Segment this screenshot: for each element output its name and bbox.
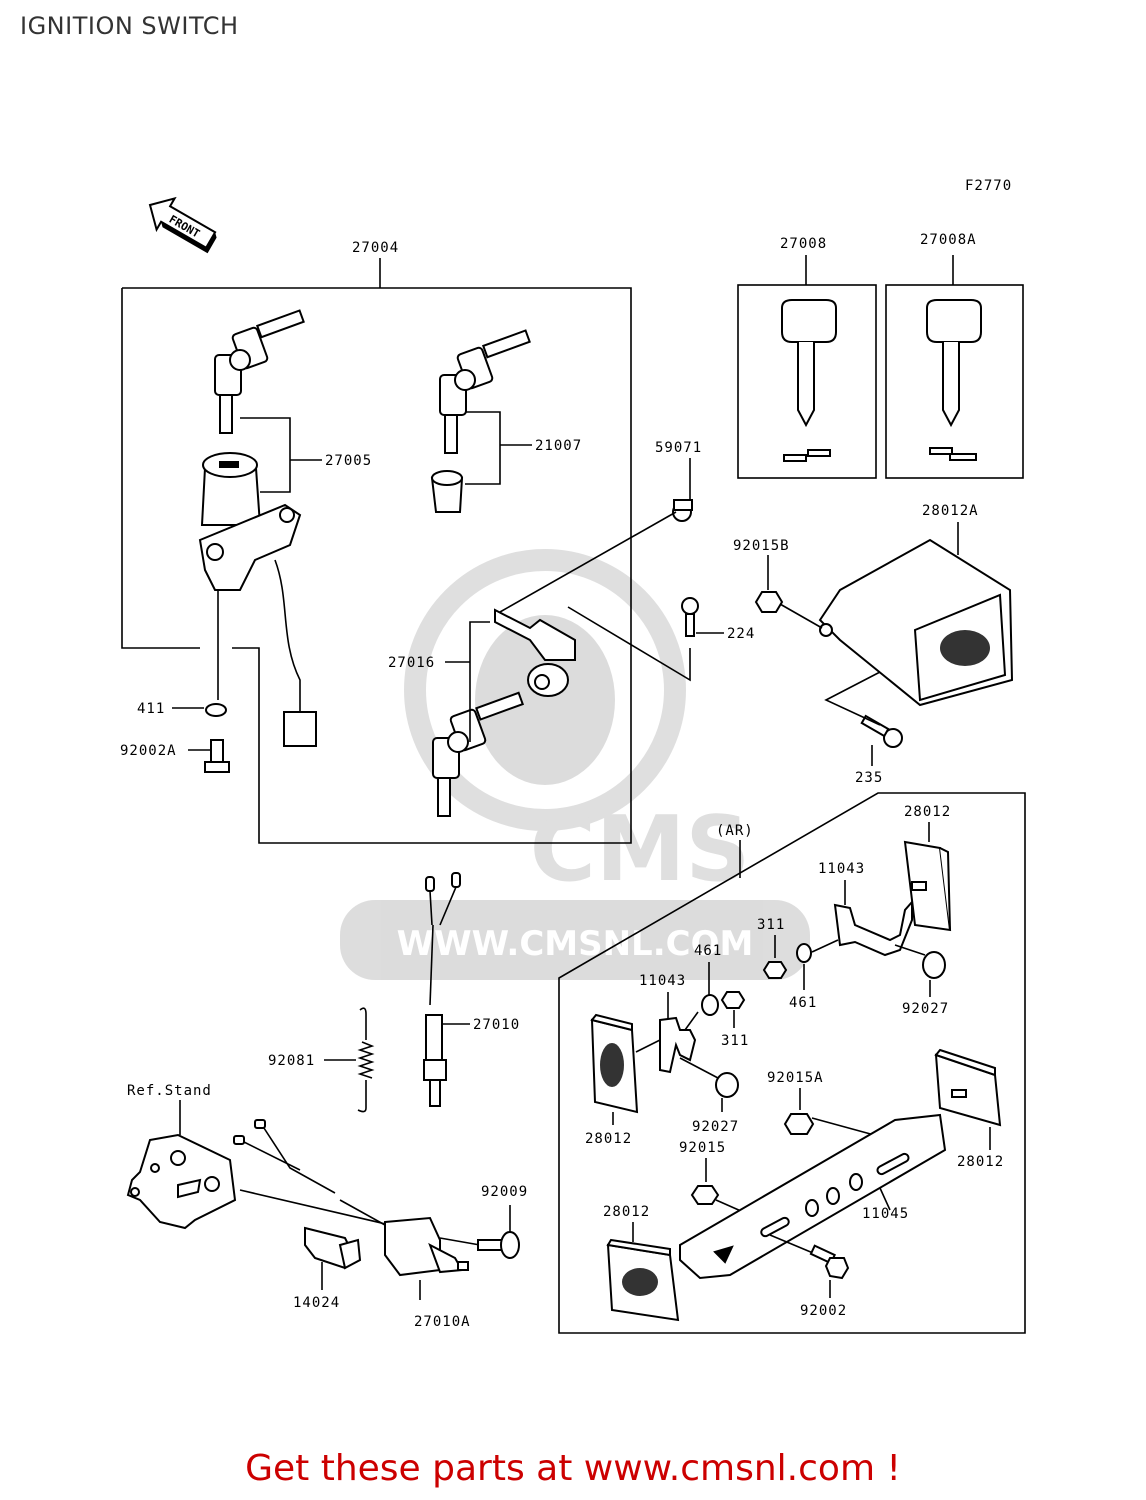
box-27008A [885, 284, 1024, 479]
label-311-top: 311 [757, 917, 785, 933]
washer-461-top [796, 943, 812, 963]
label-92015A: 92015A [767, 1070, 824, 1086]
label-27005: 27005 [325, 453, 372, 469]
collar-92027-right [922, 951, 946, 979]
label-235: 235 [855, 770, 883, 786]
figure-code: F2770 [965, 178, 1012, 194]
bracket-11043-left [659, 1016, 697, 1074]
washer-461-left [701, 994, 719, 1016]
watermark-url: WWW.CMSNL.COM [397, 924, 754, 964]
reflector-bottom-texture [622, 1268, 658, 1296]
key-27008A [926, 299, 982, 461]
reflector-texture [940, 630, 990, 666]
watermark-logo [404, 549, 686, 831]
key-set-lower [432, 691, 525, 817]
label-ref-stand: Ref.Stand [127, 1083, 212, 1099]
label-ar: (AR) [716, 823, 754, 839]
label-27004: 27004 [352, 240, 399, 256]
label-28012-top: 28012 [904, 804, 951, 820]
label-411: 411 [137, 701, 165, 717]
spring-92081 [357, 1007, 375, 1113]
label-27010: 27010 [473, 1017, 520, 1033]
key-27008 [781, 299, 837, 462]
screw-235 [860, 714, 903, 748]
label-27016: 27016 [388, 655, 435, 671]
nut-92015 [690, 1185, 720, 1205]
label-59071: 59071 [655, 440, 702, 456]
bolt-92002 [809, 1244, 850, 1280]
nut-92015B [754, 591, 784, 613]
key-set-middle [430, 329, 531, 513]
label-311-mid: 311 [721, 1033, 749, 1049]
reflector-28012A [818, 538, 1014, 707]
reflector-left-texture [600, 1043, 624, 1087]
promo-link[interactable]: Get these parts at www.cmsnl.com ! [245, 1448, 901, 1489]
label-92002: 92002 [800, 1303, 847, 1319]
front-arrow-icon: FRONT [148, 196, 217, 254]
nut-311-mid [720, 991, 746, 1009]
screw-224 [681, 597, 699, 637]
switch-27010 [423, 872, 461, 1107]
label-27010A: 27010A [414, 1314, 471, 1330]
label-92002A: 92002A [120, 743, 177, 759]
reflector-28012-top [903, 840, 952, 932]
label-28012-bottom: 28012 [603, 1204, 650, 1220]
bracket-27016 [494, 608, 576, 697]
reflector-28012-right [934, 1048, 1002, 1127]
label-28012A: 28012A [922, 503, 979, 519]
nut-92015A [783, 1113, 815, 1135]
label-92009: 92009 [481, 1184, 528, 1200]
label-27008A: 27008A [920, 232, 977, 248]
label-11043-top: 11043 [818, 861, 865, 877]
label-27008: 27008 [780, 236, 827, 252]
label-461-right: 461 [789, 995, 817, 1011]
label-92015B: 92015B [733, 538, 790, 554]
page-title: IGNITION SWITCH [20, 12, 239, 40]
nut-311-top [762, 961, 788, 979]
label-11043-left: 11043 [639, 973, 686, 989]
washer-411 [205, 703, 227, 717]
frame-ar [558, 792, 1026, 1334]
box-27008 [737, 284, 877, 479]
watermark-banner [340, 900, 810, 980]
key-set-left [214, 309, 305, 434]
label-21007: 21007 [535, 438, 582, 454]
label-92081: 92081 [268, 1053, 315, 1069]
watermark-face [475, 615, 615, 785]
label-14024: 14024 [293, 1295, 340, 1311]
label-28012-right: 28012 [957, 1154, 1004, 1170]
label-461-top: 461 [694, 943, 722, 959]
clamp-59071 [672, 458, 693, 522]
bracket-11043-top [833, 899, 913, 957]
ignition-switch-27005 [198, 452, 317, 747]
reflector-28012-left [590, 1013, 639, 1114]
label-92015: 92015 [679, 1140, 726, 1156]
label-11045: 11045 [862, 1206, 909, 1222]
parts-diagram: WWW.CMSNL.COM CMS FRONT F2770 27004 2700… [120, 178, 1026, 1334]
side-stand-bracket [126, 1133, 237, 1230]
collar-92027-mid [715, 1072, 739, 1098]
stop-switch-14024 [304, 1226, 362, 1270]
bolt-92002A [204, 739, 230, 773]
label-92027-mid: 92027 [692, 1119, 739, 1135]
label-92027-right: 92027 [902, 1001, 949, 1017]
watermark: WWW.CMSNL.COM CMS [340, 549, 810, 980]
label-224: 224 [727, 626, 755, 642]
frame-27004 [121, 258, 632, 844]
switch-27010A [233, 1119, 469, 1277]
label-28012-left: 28012 [585, 1131, 632, 1147]
screw-92009 [477, 1231, 520, 1259]
reflector-28012-bottom [606, 1238, 680, 1322]
watermark-brand: CMS [530, 797, 750, 902]
stay-11045 [679, 1113, 947, 1280]
